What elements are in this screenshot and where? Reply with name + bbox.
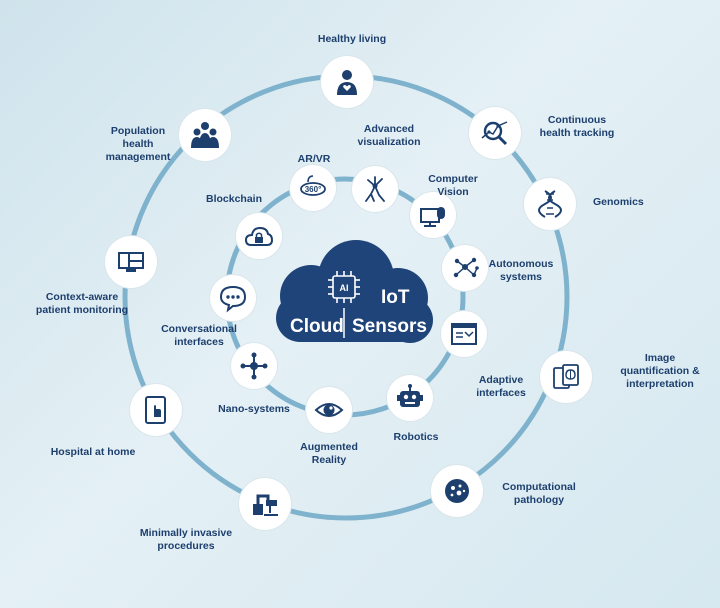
node-blockchain	[236, 213, 282, 259]
ai-chip-icon	[328, 271, 360, 303]
node-continuous-health-tracking	[469, 107, 521, 159]
network-nodes-icon	[453, 257, 479, 278]
node-conversational-interfaces	[210, 275, 256, 321]
tablet-touch-icon	[145, 396, 166, 424]
screen-interface-icon	[451, 323, 477, 345]
node-augmented-reality	[306, 387, 352, 433]
robot-icon	[397, 384, 423, 407]
vr-360-icon: 360°	[300, 175, 326, 196]
magnifier-graph-icon	[481, 121, 508, 146]
cloud-lock-icon	[244, 226, 274, 246]
node-healthy-living	[321, 56, 373, 108]
label-ar-vr: AR/VR	[297, 153, 331, 165]
label-blockchain: Blockchain	[205, 193, 263, 205]
iot-text: IoT	[381, 287, 410, 308]
cloud-text: Cloud	[290, 316, 344, 337]
node-context-aware-monitoring	[105, 236, 157, 288]
people-group-icon	[191, 122, 219, 148]
computer-eye-icon	[420, 207, 445, 227]
node-population-health	[179, 109, 231, 161]
sensors-text: Sensors	[352, 316, 427, 337]
label-nano-systems: Nano-systems	[218, 403, 290, 415]
label-hospital-at-home: Hospital at home	[50, 446, 136, 458]
label-genomics: Genomics	[593, 196, 644, 208]
brain-scan-icon	[553, 364, 579, 389]
node-computer-vision	[410, 192, 456, 238]
node-adaptive-interfaces	[441, 311, 487, 357]
person-heart-icon	[337, 70, 357, 95]
cloud-shape	[276, 240, 433, 343]
node-ar-vr: 360°	[290, 165, 336, 211]
node-autonomous-systems	[442, 245, 488, 291]
node-hospital-at-home	[130, 384, 182, 436]
molecule-icon	[240, 352, 268, 380]
node-genomics	[524, 178, 576, 230]
label-robotics: Robotics	[393, 431, 439, 443]
ai-chip-label: AI	[340, 283, 349, 293]
monitor-icon	[118, 252, 144, 272]
petri-dish-icon	[445, 479, 469, 503]
label-healthy-living: Healthy living	[317, 33, 387, 45]
node-advanced-visualization	[352, 166, 398, 212]
dna-icon	[538, 190, 562, 218]
node-nano-systems	[231, 343, 277, 389]
surgical-robot-icon	[253, 494, 278, 516]
node-robotics	[387, 375, 433, 421]
vr-badge: 360°	[305, 185, 322, 194]
neuron-icon	[365, 176, 385, 202]
node-computational-pathology	[431, 465, 483, 517]
eye-icon	[314, 403, 344, 417]
speech-bubble-icon	[219, 285, 247, 313]
node-minimally-invasive	[239, 478, 291, 530]
node-image-quantification	[540, 351, 592, 403]
